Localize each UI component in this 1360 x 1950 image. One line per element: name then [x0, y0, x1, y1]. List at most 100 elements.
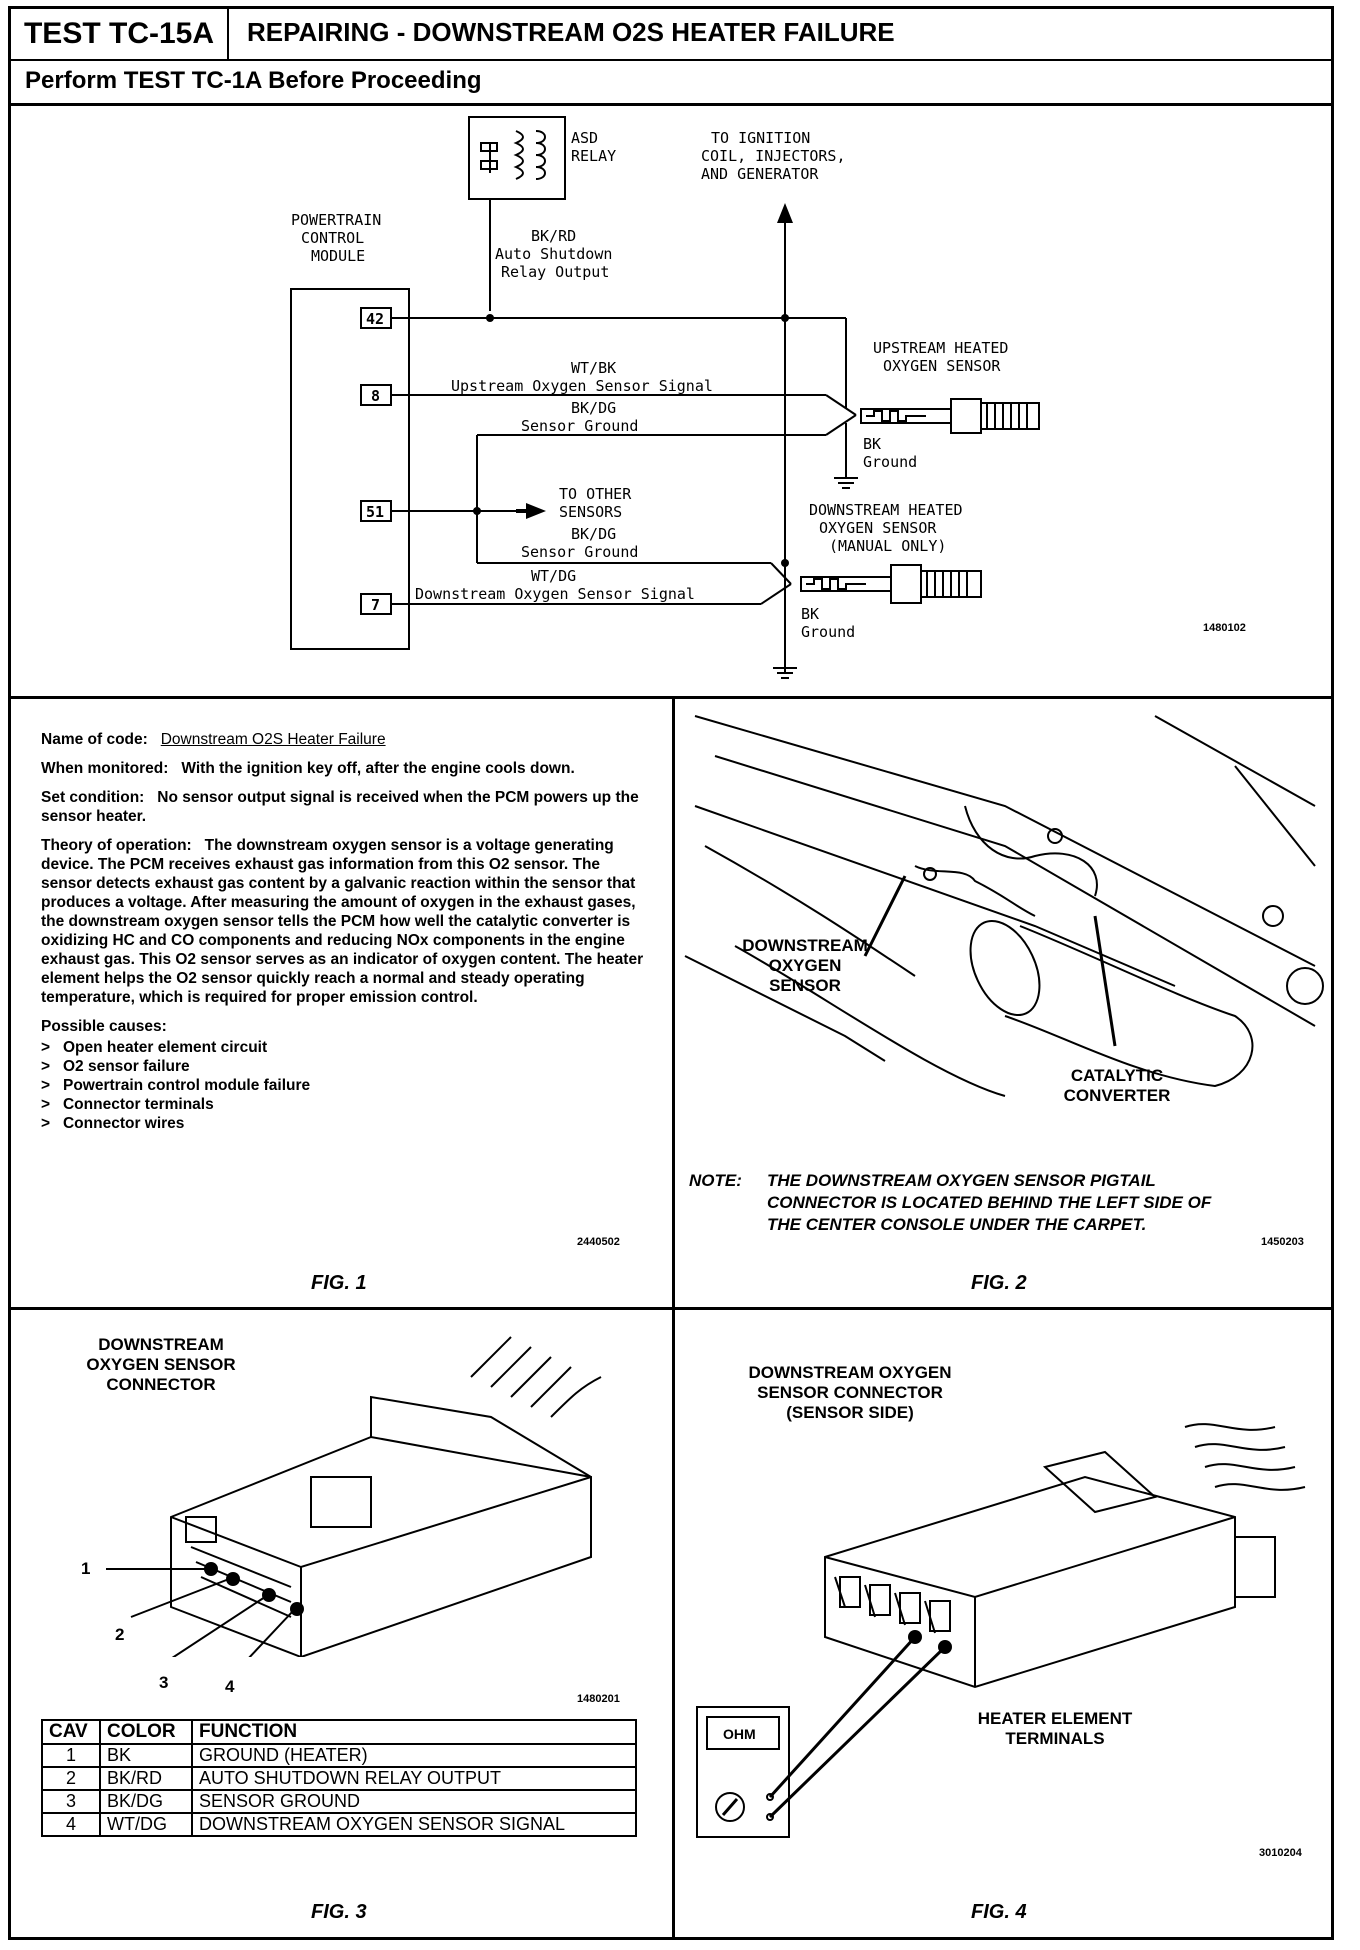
fig2-ref: 1450203 — [1261, 1236, 1304, 1248]
figure-row-1: Name of code: Downstream O2S Heater Fail… — [11, 696, 1331, 1310]
up-signal-name: Upstream Oxygen Sensor Signal — [451, 377, 713, 395]
bk2-name: Ground — [801, 623, 855, 641]
pcm-box — [290, 288, 410, 650]
note-text: THE DOWNSTREAM OXYGEN SENSOR PIGTAIL CON… — [767, 1171, 1212, 1234]
pcm-label-3: MODULE — [311, 247, 365, 265]
fig2-panel: DOWNSTREAM OXYGEN SENSOR CATALYTIC CONVE… — [675, 696, 1335, 1296]
note-label: NOTE: — [689, 1171, 742, 1190]
heater-terminal-callout: HEATER ELEMENT TERMINALS — [977, 1709, 1133, 1748]
other-1: TO OTHER — [559, 485, 632, 503]
fig1-ref: 2440502 — [577, 1236, 620, 1248]
ignition-label-2: COIL, INJECTORS, — [701, 147, 846, 165]
causes-label: Possible causes: — [41, 1018, 167, 1035]
wiring-svg: ASD RELAY TO IGNITION COIL, INJECTORS, A… — [290, 116, 1246, 679]
dn-signal-color: WT/DG — [531, 567, 576, 585]
prereq-text: Perform TEST TC-1A Before Proceeding — [25, 67, 482, 94]
fig3-ref: 1480201 — [577, 1693, 620, 1705]
up-sensor-2: OXYGEN SENSOR — [883, 357, 1001, 375]
fig1-caption: FIG. 1 — [311, 1272, 367, 1294]
pin-42: 42 — [366, 310, 384, 328]
converter-callout: CATALYTIC CONVERTER — [1063, 1066, 1171, 1105]
sensor-callout: DOWNSTREAM OXYGEN SENSOR — [742, 936, 868, 995]
divider — [672, 696, 675, 1307]
sg1-name: Sensor Ground — [521, 417, 638, 435]
cause-item: > Connector wires — [41, 1115, 185, 1132]
cavity-3: 3 — [159, 1673, 169, 1692]
fig2-caption: FIG. 2 — [971, 1272, 1027, 1294]
code-name-value: Downstream O2S Heater Failure — [160, 731, 386, 748]
up-sensor-1: UPSTREAM HEATED — [873, 339, 1008, 357]
fig4-ref: 3010204 — [1259, 1847, 1302, 1859]
exhaust-illustration — [684, 715, 1324, 1097]
pcm-label-1: POWERTRAIN — [291, 211, 381, 229]
col-function: FUNCTION — [191, 1719, 637, 1745]
fig3-title: DOWNSTREAM OXYGEN SENSOR CONNECTOR — [86, 1335, 236, 1394]
causes-list: > Open heater element circuit > O2 senso… — [41, 1038, 651, 1133]
prereq-bar: Perform TEST TC-1A Before Proceeding — [11, 59, 1331, 106]
theory-label: Theory of operation: — [41, 837, 192, 854]
set-value: No sensor output signal is received when… — [41, 789, 639, 825]
asd-relay-box — [468, 116, 566, 200]
other-2: SENSORS — [559, 503, 622, 521]
monitored-value: With the ignition key off, after the eng… — [181, 760, 575, 777]
fig3-caption: FIG. 3 — [311, 1901, 367, 1923]
col-color: COLOR — [99, 1719, 193, 1745]
pin-7: 7 — [371, 596, 380, 614]
service-page: TEST TC-15A REPAIRING - DOWNSTREAM O2S H… — [8, 6, 1334, 1940]
sg2-color: BK/DG — [571, 525, 616, 543]
dn-sensor-3: (MANUAL ONLY) — [829, 537, 946, 555]
arrow-up-icon — [777, 203, 793, 223]
test-id: TEST TC-15A — [11, 9, 229, 59]
connector-illustration — [106, 1336, 602, 1657]
dn-signal-name: Downstream Oxygen Sensor Signal — [415, 585, 695, 603]
cause-item: > Open heater element circuit — [41, 1039, 268, 1056]
fig4-caption: FIG. 4 — [971, 1901, 1027, 1923]
cause-item: > O2 sensor failure — [41, 1058, 190, 1075]
code-name-label: Name of code: — [41, 731, 148, 748]
cavity-1: 1 — [81, 1559, 91, 1578]
header-bar: TEST TC-15A REPAIRING - DOWNSTREAM O2S H… — [11, 9, 1331, 61]
pin-51: 51 — [366, 503, 384, 521]
asd-wire-name-1: Auto Shutdown — [495, 245, 612, 263]
ignition-label-1: TO IGNITION — [711, 129, 810, 147]
fig4-panel: DOWNSTREAM OXYGEN SENSOR CONNECTOR (SENS… — [675, 1307, 1335, 1937]
dn-sensor-1: DOWNSTREAM HEATED — [809, 501, 963, 519]
asd-wire-name-2: Relay Output — [501, 263, 609, 281]
bk2-color: BK — [801, 605, 819, 623]
cause-item: > Powertrain control module failure — [41, 1077, 311, 1094]
divider — [672, 1307, 675, 1937]
bk1-color: BK — [863, 435, 881, 453]
page-title: REPAIRING - DOWNSTREAM O2S HEATER FAILUR… — [247, 17, 895, 47]
sg1-color: BK/DG — [571, 399, 616, 417]
meter-illustration: OHM — [696, 1423, 1306, 1838]
ignition-label-3: AND GENERATOR — [701, 165, 819, 183]
sg2-name: Sensor Ground — [521, 543, 638, 561]
figure-row-2: DOWNSTREAM OXYGEN SENSOR CONNECTOR — [11, 1307, 1331, 1937]
monitored-label: When monitored: — [41, 760, 169, 777]
dn-sensor-2: OXYGEN SENSOR — [819, 519, 937, 537]
fig4-title: DOWNSTREAM OXYGEN SENSOR CONNECTOR (SENS… — [748, 1363, 952, 1422]
asd-label-1: ASD — [571, 129, 598, 147]
pin-8: 8 — [371, 387, 380, 405]
cause-item: > Connector terminals — [41, 1096, 214, 1113]
theory-value: The downstream oxygen sensor is a voltag… — [41, 837, 644, 1006]
fig3-panel: DOWNSTREAM OXYGEN SENSOR CONNECTOR — [11, 1307, 672, 1937]
set-label: Set condition: — [41, 789, 145, 806]
wiring-ref: 1480102 — [1203, 622, 1246, 634]
up-signal-color: WT/BK — [571, 359, 616, 377]
wiring-diagram: ASD RELAY TO IGNITION COIL, INJECTORS, A… — [11, 103, 1331, 699]
col-cav: CAV — [41, 1719, 101, 1745]
meter-display: OHM — [723, 1726, 756, 1742]
cavity-4: 4 — [225, 1677, 235, 1696]
cavity-2: 2 — [115, 1625, 125, 1644]
asd-label-2: RELAY — [571, 147, 616, 165]
bk1-name: Ground — [863, 453, 917, 471]
pcm-label-2: CONTROL — [301, 229, 364, 247]
table-header-row: CAV COLOR FUNCTION — [41, 1719, 637, 1745]
asd-wire-color: BK/RD — [531, 227, 576, 245]
